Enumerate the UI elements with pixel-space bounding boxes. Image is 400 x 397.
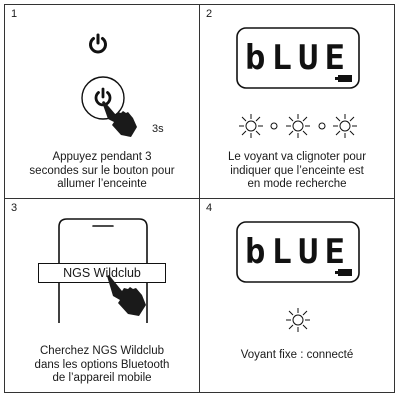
hand-pointer-icon [102,101,137,137]
step-2-panel: 2 bLUE Le voyant va clignoter pour [199,4,395,199]
step-number: 1 [11,8,18,20]
led-blink-row [239,114,357,138]
step-caption: Cherchez NGS Wildclub dans les options B… [5,345,199,386]
led-light-icon [286,114,310,138]
smartphone-icon [58,218,148,323]
step-caption: Le voyant va clignoter pour indiquer que… [200,151,394,192]
hand-pointer-icon [107,275,146,316]
step-caption: Appuyez pendant 3 secondes sur le bouton… [5,151,199,192]
caption-line: en mode recherche [247,178,347,190]
caption-line: Cherchez NGS Wildclub [40,345,164,357]
led-light-icon [286,308,310,332]
step-caption: Voyant fixe : connecté [200,349,394,363]
step-number: 2 [206,8,213,20]
step-4-panel: 4 bLUE Voyant fixe : connecté [199,198,395,393]
display-text: bLUE [245,38,351,78]
device-list-item[interactable]: NGS Wildclub [38,263,166,283]
caption-line: Voyant fixe : connecté [240,349,354,361]
instruction-grid: 1 3s Appuyez pendant 3 secondes sur le b… [4,4,395,393]
led-light-icon [333,114,357,138]
power-icon [89,33,107,54]
caption-line: dans les options Bluetooth [34,358,170,371]
led-light-icon [239,114,263,138]
timer-label: 3s [152,123,164,135]
step-number: 4 [206,202,213,214]
battery-icon [335,75,352,82]
lcd-display: bLUE [236,221,360,283]
step-3-panel: 3 NGS Wildclub Cherchez NGS Wildclub dan… [4,198,200,393]
caption-line: allumer l’enceinte [57,178,147,190]
battery-icon [335,269,352,276]
lcd-display: bLUE [236,27,360,89]
device-name: NGS Wildclub [63,266,141,280]
display-text: bLUE [245,232,351,272]
step-1-panel: 1 3s Appuyez pendant 3 secondes sur le b… [4,4,200,199]
step-number: 3 [11,202,18,214]
caption-line: secondes sur le bouton pour [29,164,175,177]
caption-line: Le voyant va clignoter pour [227,151,367,163]
power-button-icon[interactable] [80,75,126,121]
caption-line: Appuyez pendant 3 [52,151,152,163]
caption-line: indiquer que l’enceinte est [230,164,364,177]
caption-line: de l’appareil mobile [52,372,152,384]
